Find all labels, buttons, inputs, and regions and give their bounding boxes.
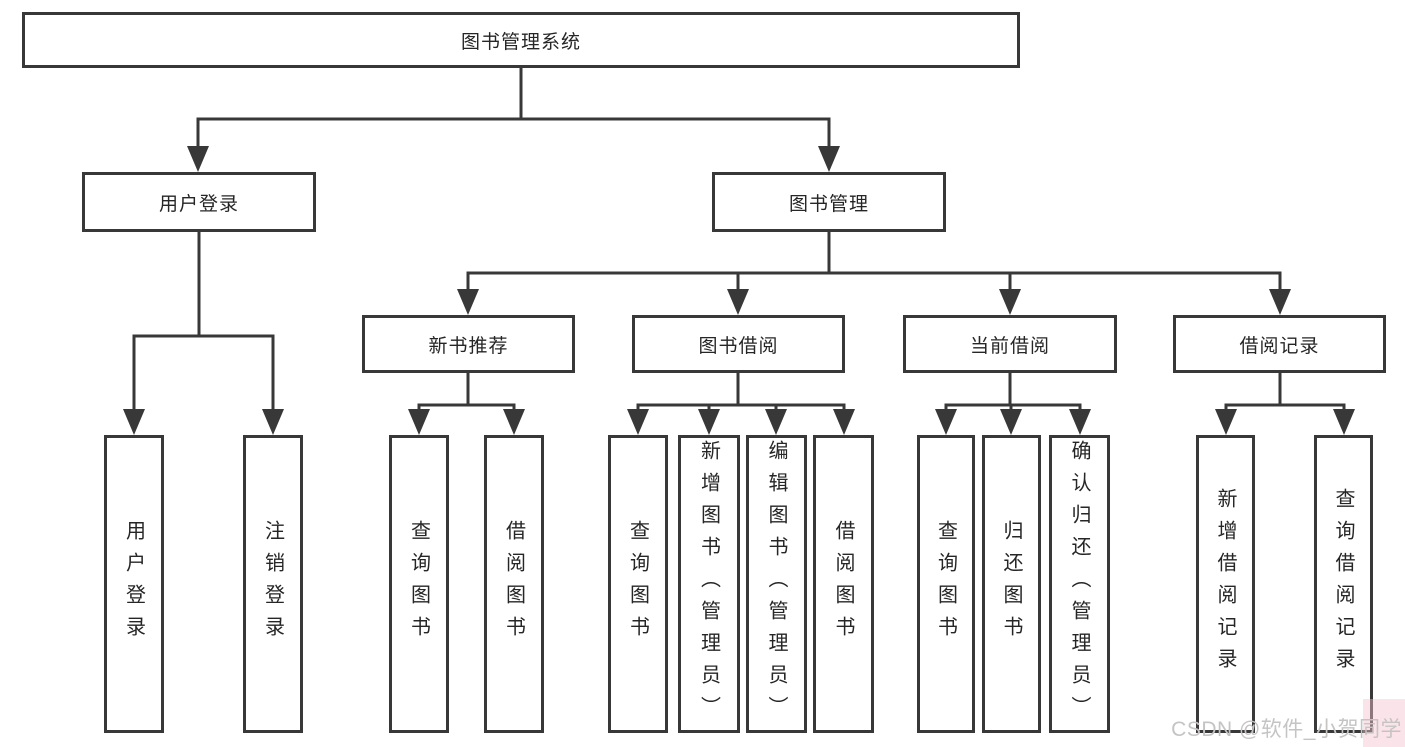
leaf-label: 查询图书 <box>626 520 649 648</box>
leaf-query-books-current: 查询图书 <box>917 435 975 733</box>
node-new-book-recommend: 新书推荐 <box>362 315 575 373</box>
leaf-label: 借阅图书 <box>502 520 525 648</box>
watermark-tint <box>1363 699 1405 747</box>
leaf-label: 用户登录 <box>122 520 145 648</box>
leaf-label: 归还图书 <box>1000 520 1022 648</box>
connector-paths <box>132 66 1346 414</box>
leaf-label: 确认归还（管理员） <box>1068 440 1090 728</box>
node-current-borrowing: 当前借阅 <box>903 315 1117 373</box>
leaf-label: 查询借阅记录 <box>1332 488 1354 680</box>
leaf-query-books-borrowing: 查询图书 <box>608 435 668 733</box>
leaf-edit-books-admin: 编辑图书（管理员） <box>746 435 807 733</box>
arrow-heads <box>123 146 1355 435</box>
leaf-borrow-books: 借阅图书 <box>813 435 874 733</box>
node-book-borrowing: 图书借阅 <box>632 315 845 373</box>
leaf-return-books: 归还图书 <box>982 435 1041 733</box>
leaf-logout: 注销登录 <box>243 435 303 733</box>
leaf-add-borrow-record: 新增借阅记录 <box>1196 435 1255 733</box>
leaf-query-borrow-record: 查询借阅记录 <box>1314 435 1373 733</box>
leaf-label: 查询图书 <box>407 520 430 648</box>
leaf-label: 编辑图书（管理员） <box>765 440 787 728</box>
leaf-user-login: 用户登录 <box>104 435 164 733</box>
leaf-label: 查询图书 <box>934 520 957 648</box>
leaf-label: 借阅图书 <box>832 520 854 648</box>
node-book-management: 图书管理 <box>712 172 946 232</box>
leaf-add-books-admin: 新增图书（管理员） <box>678 435 740 733</box>
csdn-watermark: CSDN @软件_小贺同学 <box>1171 718 1402 741</box>
leaf-query-books-recommend: 查询图书 <box>389 435 449 733</box>
leaf-label: 新增借阅记录 <box>1214 488 1236 680</box>
node-user-login: 用户登录 <box>82 172 316 232</box>
node-borrow-records: 借阅记录 <box>1173 315 1386 373</box>
node-root: 图书管理系统 <box>22 12 1020 68</box>
leaf-label: 新增图书（管理员） <box>697 440 720 728</box>
leaf-confirm-return-admin: 确认归还（管理员） <box>1049 435 1110 733</box>
leaf-label: 注销登录 <box>261 520 284 648</box>
leaf-borrow-books-recommend: 借阅图书 <box>484 435 544 733</box>
